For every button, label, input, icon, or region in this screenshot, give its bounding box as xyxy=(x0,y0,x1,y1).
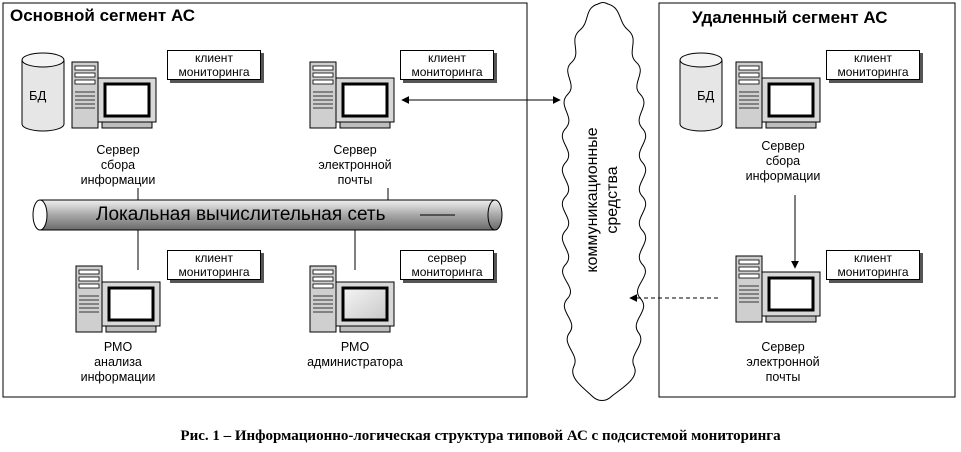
lan-pipe xyxy=(32,199,503,231)
remote-mail-caption: Сервер электронной почты xyxy=(746,340,820,384)
main-mail-caption: Сервер электронной почты xyxy=(318,143,392,187)
admin-caption: РМО администратора xyxy=(307,340,403,369)
main-segment-frame xyxy=(2,2,528,398)
analysis-caption: РМО анализа информации xyxy=(80,340,156,384)
remote-segment-frame xyxy=(658,2,956,398)
analysis-tag: клиент мониторинга xyxy=(167,250,261,280)
figure-caption: Рис. 1 – Информационно-логическая структ… xyxy=(180,428,781,444)
remote-segment-title: Удаленный сегмент АС xyxy=(692,8,888,27)
comm-cloud xyxy=(561,2,647,401)
main-collector-caption: Сервер сбора информации xyxy=(80,143,156,187)
main-mail-server-icon xyxy=(308,60,396,130)
admin-tag: сервер мониторинга xyxy=(400,250,494,280)
main-collector-tag: клиент мониторинга xyxy=(167,50,261,80)
remote-collector-caption: Сервер сбора информации xyxy=(745,139,821,183)
remote-db-label: БД xyxy=(697,88,715,103)
lan-label: Локальная вычислительная сеть xyxy=(96,204,386,225)
main-db-label: БД xyxy=(29,88,47,103)
remote-mail-server-icon xyxy=(734,254,822,324)
main-collector-server-icon xyxy=(70,60,158,130)
remote-collector-server-icon xyxy=(734,60,822,130)
main-segment-title: Основной сегмент АС xyxy=(10,6,196,25)
remote-collector-tag: клиент мониторинга xyxy=(826,50,920,80)
remote-mail-tag: клиент мониторинга xyxy=(826,250,920,280)
main-mail-tag: клиент мониторинга xyxy=(400,50,494,80)
analysis-workstation-icon xyxy=(74,264,162,334)
